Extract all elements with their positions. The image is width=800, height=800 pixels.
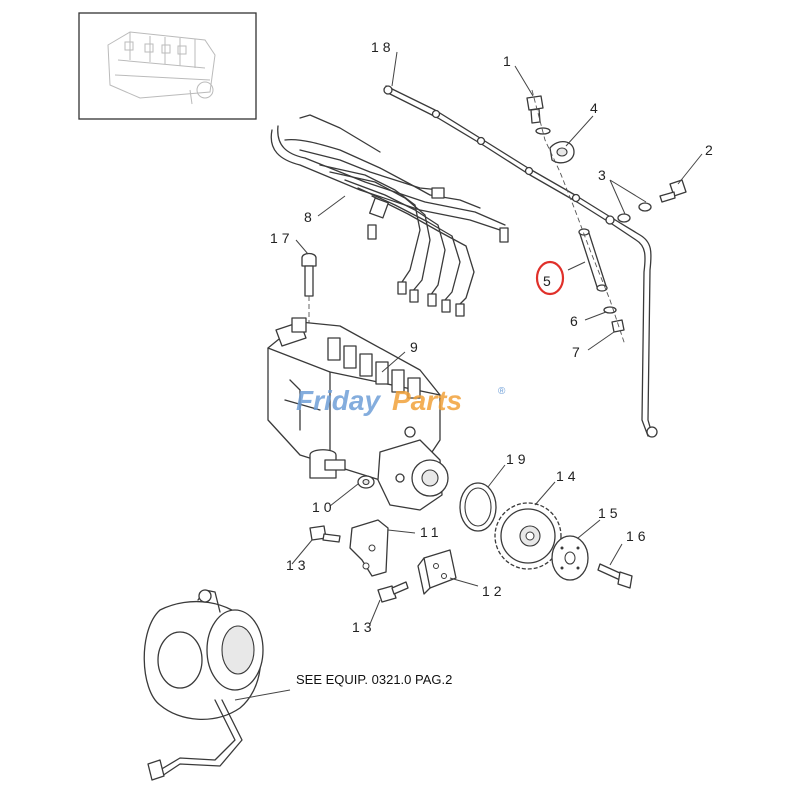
callout-8[interactable]: 8 [304,209,316,225]
alignment-axis [531,89,626,346]
leader-lines [234,51,703,701]
callout-11[interactable]: 11 [420,524,443,540]
part-7-seal [611,319,625,333]
part-4-banjo-fitting [549,141,575,164]
part-8-injection-lines [270,114,509,317]
part-12-plate-bracket [417,549,457,595]
callout-5[interactable]: 5 [543,273,555,289]
part-9-injection-pump [267,317,449,511]
turbocharger-reference [143,589,264,781]
part-3-washers [617,202,652,223]
part-18-leakoff-pipe [383,85,658,438]
part-13-bolt-lower [377,581,409,603]
engine-thumbnail-inset [78,12,257,120]
callout-9[interactable]: 9 [410,339,422,355]
watermark-part2: Parts [392,385,462,416]
callout-18[interactable]: 18 [371,39,395,55]
callout-3[interactable]: 3 [598,167,610,183]
see-equipment-note: SEE EQUIP. 0321.0 PAG.2 [296,672,452,687]
part-13-bolt-upper [309,525,341,543]
watermark-registered-mark: ® [498,386,506,397]
highlight-ring-part-5 [535,260,565,296]
brand-watermark: Friday Parts ® [296,385,506,416]
callout-19[interactable]: 19 [506,451,530,467]
part-1-banjo-bolt [526,95,551,135]
part-11-bracket [349,519,389,577]
callout-17[interactable]: 17 [270,230,294,246]
callout-7[interactable]: 7 [572,344,584,360]
callout-6[interactable]: 6 [570,313,582,329]
part-10-fitting [357,475,375,489]
part-15-flange-washer [551,535,589,581]
callout-4[interactable]: 4 [590,100,602,116]
part-16-bolt [597,563,633,589]
callout-14[interactable]: 14 [556,468,580,484]
callout-16[interactable]: 16 [626,528,650,544]
part-19-o-ring [459,482,497,532]
watermark-part1: Friday [296,385,381,416]
callout-1[interactable]: 1 [503,53,515,69]
callout-15[interactable]: 15 [598,505,622,521]
callout-10[interactable]: 10 [312,499,336,515]
callout-2[interactable]: 2 [705,142,717,158]
part-14-drive-gear [494,502,562,570]
callout-13-lower[interactable]: 13 [352,619,376,635]
part-5-fuel-pipe-section [578,228,608,292]
callout-12[interactable]: 12 [482,583,506,599]
part-2-bolt [659,179,687,203]
callout-13-upper[interactable]: 13 [286,557,310,573]
